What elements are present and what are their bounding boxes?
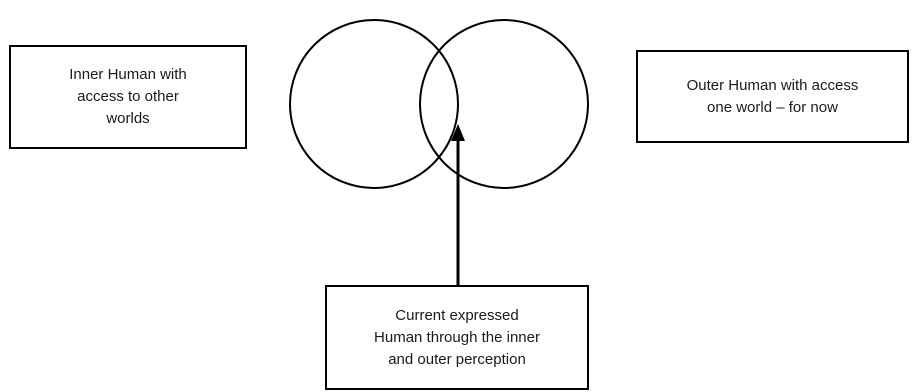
arrow-head	[451, 124, 465, 141]
current-human-box: Current expressed Human through the inne…	[325, 285, 589, 390]
inner-human-label: Inner Human with access to other worlds	[69, 66, 187, 127]
outer-human-label: Outer Human with access one world – for …	[686, 76, 859, 116]
inner-world-circle	[289, 19, 459, 189]
inner-human-box: Inner Human with access to other worlds	[9, 45, 247, 149]
outer-human-box: Outer Human with access one world – for …	[636, 50, 909, 143]
current-human-label: Current expressed Human through the inne…	[374, 306, 540, 368]
outer-world-circle	[419, 19, 589, 189]
